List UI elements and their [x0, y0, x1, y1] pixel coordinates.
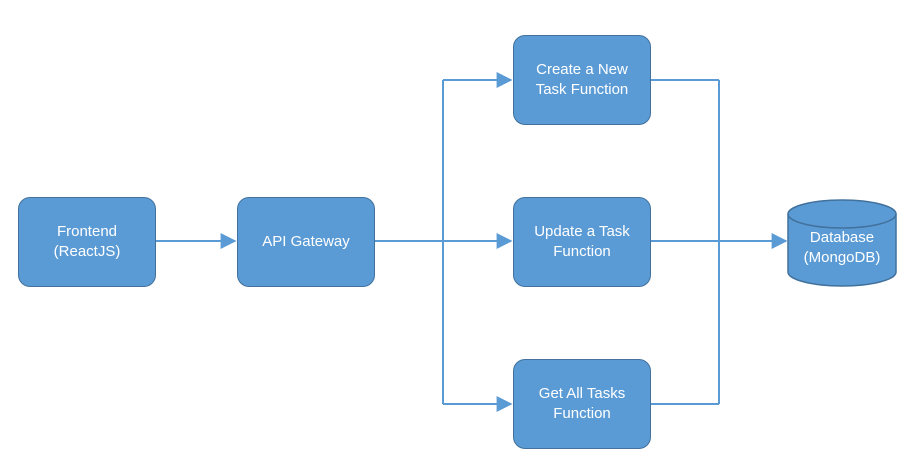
create-task-label-line1: Create a New: [536, 61, 628, 78]
api-gateway-node: API Gateway: [237, 197, 375, 287]
get-all-tasks-label-line1: Get All Tasks: [538, 385, 626, 402]
update-task-label-line2: Function: [553, 243, 611, 260]
update-task-label-line1: Update a Task: [534, 223, 630, 240]
frontend-label: Frontend: [56, 223, 118, 240]
database-label: Database: [809, 229, 875, 246]
create-task-label-line2: Task Function: [535, 81, 629, 98]
database-sublabel: (MongoDB): [803, 249, 881, 266]
frontend-sublabel: (ReactJS): [53, 243, 121, 260]
frontend-node: Frontend (ReactJS): [18, 197, 156, 287]
api-gateway-label: API Gateway: [262, 233, 350, 250]
database-node-label: Database (MongoDB): [788, 228, 896, 268]
get-all-tasks-label-line2: Function: [553, 405, 611, 422]
create-task-function-node: Create a New Task Function: [513, 35, 651, 125]
update-task-function-node: Update a Task Function: [513, 197, 651, 287]
get-all-tasks-function-node: Get All Tasks Function: [513, 359, 651, 449]
database-cylinder-icon: [787, 199, 897, 287]
